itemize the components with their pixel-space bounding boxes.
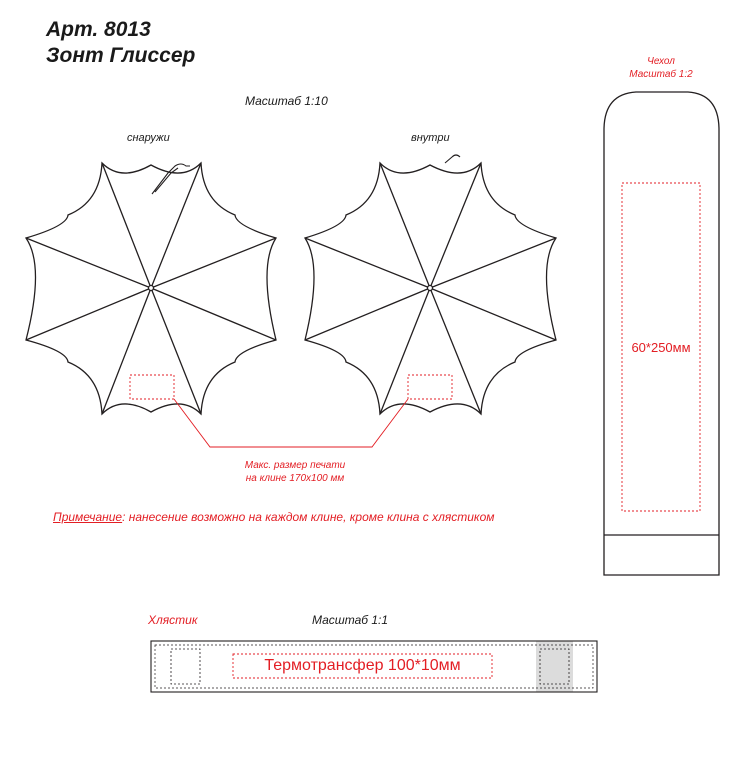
umbrella-outside — [24, 161, 278, 416]
umbrella-inside-center — [426, 284, 434, 292]
umbrella-inside-ribs — [304, 162, 557, 415]
cover-scale-label: Масштаб 1:2 — [629, 69, 693, 80]
cover-print-area — [621, 182, 701, 512]
cover-outline — [603, 91, 720, 576]
product-name: Зонт Глиссер — [46, 44, 196, 67]
print-area-caption-line1: Макс. размер печати — [244, 460, 346, 471]
note: Примечание: нанесение возможно на каждом… — [53, 510, 494, 524]
umbrella-inside-strap — [444, 154, 461, 164]
umbrella-scale-label: Масштаб 1:10 — [245, 94, 328, 108]
strap-button-left — [170, 648, 201, 685]
umbrella-outside-center — [147, 284, 155, 292]
strap-scale-label: Масштаб 1:1 — [312, 613, 389, 627]
umbrella-inside — [303, 154, 558, 416]
strap-title: Хлястик — [148, 613, 198, 627]
cover-title: Чехол — [647, 56, 675, 67]
cover-caption: Чехол Масштаб 1:2 — [614, 55, 708, 81]
strap-shaded-end — [536, 641, 573, 692]
print-area-outside — [129, 374, 175, 400]
strap-print-area — [232, 653, 493, 679]
inside-label: внутри — [411, 132, 450, 144]
cover-print-size: 60*250мм — [631, 340, 691, 355]
print-area-caption-line2: на клине 170х100 мм — [245, 473, 345, 484]
article-number: Арт. 8013 — [46, 18, 151, 41]
outside-label: снаружи — [127, 132, 170, 144]
print-area-inside — [407, 374, 453, 400]
cover-drawing — [603, 91, 720, 576]
umbrella-outside-strap — [151, 163, 190, 195]
strap-drawing — [150, 640, 598, 693]
print-area-caption: Макс. размер печати на клине 170х100 мм — [210, 459, 380, 485]
strap-stitch-line — [154, 644, 594, 689]
note-text: : нанесение возможно на каждом клине, кр… — [122, 510, 495, 524]
note-prefix: Примечание — [53, 510, 123, 524]
umbrella-outside-ribs — [25, 162, 277, 415]
strap-outline — [150, 640, 598, 693]
print-area-leader-lines — [173, 398, 409, 448]
strap-print-label: Термотрансфер 100*10мм — [264, 657, 461, 674]
